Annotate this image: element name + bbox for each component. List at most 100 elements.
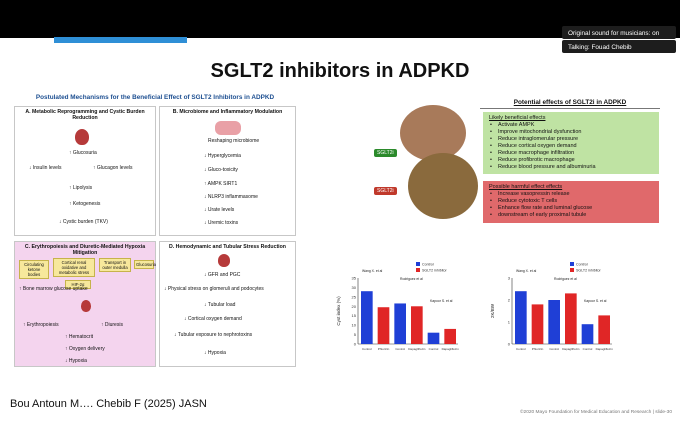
kidney-healthy-icon bbox=[400, 105, 466, 161]
legend-swatch bbox=[416, 262, 420, 266]
panel-b-item: ↓ NLRP3 inflammasome bbox=[204, 194, 258, 200]
y-tick-label: 5 bbox=[354, 332, 357, 337]
y-tick-label: 3 bbox=[508, 276, 511, 281]
kidney-icon bbox=[75, 129, 89, 145]
panel-c-box: Transport in outer medulla bbox=[99, 258, 131, 272]
panel-a: A. Metabolic Reprogramming and Cystic Bu… bbox=[14, 106, 156, 236]
y-tick-label: 15 bbox=[352, 313, 357, 318]
sound-notification[interactable]: Original sound for musicians: on bbox=[562, 26, 676, 39]
panel-c-item: ↑ Bone marrow glucose uptake bbox=[19, 286, 88, 292]
panel-c-item: ↑ Erythropoiesis bbox=[23, 322, 59, 328]
beneficial-heading: Likely beneficial effects bbox=[489, 115, 546, 121]
panel-d-item: ↓ Hypoxia bbox=[204, 350, 226, 356]
panel-d-item: ↓ Cortical oxygen demand bbox=[184, 316, 242, 322]
panel-d-item: ↓ Tubular load bbox=[204, 302, 236, 308]
x-tick-label: Control bbox=[583, 347, 593, 351]
panel-c: C. Erythropoiesis and Diuretic-Mediated … bbox=[14, 241, 156, 367]
bar bbox=[532, 304, 544, 344]
study-annotation: Kapoor S. et al bbox=[584, 299, 607, 303]
bar bbox=[377, 307, 390, 344]
beneficial-item: Reduce profibrotic macrophage bbox=[489, 157, 653, 164]
sglt2i-label: SGLT2i bbox=[374, 149, 397, 157]
harmful-item: Increase vasopressin release bbox=[489, 191, 653, 198]
x-tick-label: Control bbox=[516, 347, 526, 351]
panel-b: B. Microbiome and Inflammatory Modulatio… bbox=[159, 106, 296, 236]
panel-b-item: ↓ Gluco-toxicity bbox=[204, 167, 238, 173]
panel-a-title: A. Metabolic Reprogramming and Cystic Bu… bbox=[25, 109, 145, 121]
y-tick-label: 0 bbox=[354, 342, 357, 347]
harmful-heading: Possible harmful effect effects bbox=[489, 184, 563, 190]
panel-d: D. Hemodynamic and Tubular Stress Reduct… bbox=[159, 241, 296, 367]
y-tick-label: 2 bbox=[508, 298, 511, 303]
legend-label: Control bbox=[576, 263, 588, 267]
slide-footer: ©2020 Mayo Foundation for Medical Educat… bbox=[520, 410, 672, 415]
title-divider bbox=[480, 108, 660, 109]
y-axis-label: Cyst index (%) bbox=[336, 296, 341, 326]
y-axis-label: 2K/BW bbox=[490, 303, 495, 318]
bar bbox=[411, 306, 423, 344]
x-tick-label: Control bbox=[395, 347, 405, 351]
panel-c-item: ↑ Diuresis bbox=[101, 322, 123, 328]
x-tick-label: Dapagliflozin bbox=[563, 347, 581, 351]
potential-effects-title: Potential effects of SGLT2i in ADPKD bbox=[513, 99, 627, 106]
y-tick-label: 25 bbox=[352, 294, 357, 299]
y-tick-label: 1 bbox=[508, 320, 511, 325]
sglt2i-label: SGLT2i bbox=[374, 187, 397, 195]
meeting-top-bar bbox=[0, 0, 680, 43]
panel-b-item: ↓ Urate levels bbox=[204, 207, 235, 213]
bar bbox=[598, 315, 611, 344]
legend-swatch bbox=[570, 262, 575, 266]
harmful-item: Reduce cytotoxic T cells bbox=[489, 198, 653, 205]
kidney-icon bbox=[81, 300, 91, 312]
panel-c-item: ↓ Hypoxia bbox=[65, 358, 87, 364]
y-tick-label: 35 bbox=[352, 276, 357, 281]
panel-d-title: D. Hemodynamic and Tubular Stress Reduct… bbox=[169, 244, 286, 250]
panel-d-item: ↓ Tubular exposure to nephrotoxins bbox=[174, 332, 253, 338]
beneficial-item: Activate AMPK bbox=[489, 122, 653, 129]
x-tick-label: Dapagliflozin bbox=[596, 347, 614, 351]
study-annotation: Wang X. et al bbox=[362, 269, 382, 273]
y-tick-label: 0 bbox=[508, 342, 511, 347]
panel-c-box: HIF-2α bbox=[65, 280, 91, 289]
panel-b-item: ↑ AMPK SIRT1 bbox=[204, 181, 238, 187]
slide-accent-bar bbox=[54, 37, 187, 43]
bar bbox=[565, 293, 578, 344]
x-tick-label: Phlorizin bbox=[378, 347, 390, 351]
panel-b-title: B. Microbiome and Inflammatory Modulatio… bbox=[172, 109, 283, 115]
panel-d-item: ↓ Physical stress on glomeruli and podoc… bbox=[164, 286, 264, 292]
panel-d-item: ↓ GFR and PGC bbox=[204, 272, 241, 278]
y-tick-label: 30 bbox=[352, 285, 357, 290]
mechanisms-figure-title: Postulated Mechanisms for the Beneficial… bbox=[35, 94, 275, 101]
x-tick-label: Control bbox=[550, 347, 560, 351]
bar bbox=[361, 291, 373, 344]
slide-title: SGLT2 inhibitors in ADPKD bbox=[210, 60, 470, 82]
bar bbox=[515, 291, 528, 344]
study-annotation: Kapoor S. et al bbox=[430, 299, 453, 303]
x-tick-label: Control bbox=[362, 347, 372, 351]
intestine-icon bbox=[215, 121, 241, 135]
glomerulus-icon bbox=[218, 254, 230, 267]
study-annotation: Wang X. et al bbox=[516, 269, 536, 273]
citation: Bou Antoun M…. Chebib F (2025) JASN bbox=[10, 398, 207, 410]
panel-c-item: ↑ Hematocrit bbox=[65, 334, 94, 340]
beneficial-item: Reduce macrophage infiltration bbox=[489, 150, 653, 157]
harmful-item: downstream of early proximal tubule bbox=[489, 212, 653, 219]
legend-label: SGLT2 inhibitor bbox=[422, 269, 448, 273]
panel-b-item: ↓ Uremic toxins bbox=[204, 220, 239, 226]
bar bbox=[444, 328, 456, 344]
x-tick-label: Dapagliflozin bbox=[442, 347, 460, 351]
panel-b-item: Reshaping microbiome bbox=[208, 138, 260, 144]
legend-swatch bbox=[416, 268, 420, 272]
panel-c-box: Circulating ketone bodies bbox=[19, 260, 49, 279]
panel-b-item: ↓ Hyperglycemia bbox=[204, 153, 241, 159]
legend-swatch bbox=[570, 268, 575, 272]
panel-a-item: ↑ Glucagon levels bbox=[93, 165, 133, 171]
mechanisms-figure: Postulated Mechanisms for the Beneficial… bbox=[14, 94, 296, 376]
x-tick-label: Phlorizin bbox=[532, 347, 544, 351]
talking-notification[interactable]: Talking: Fouad Chebib bbox=[562, 40, 676, 53]
y-tick-label: 10 bbox=[352, 323, 357, 328]
bar bbox=[582, 324, 594, 344]
beneficial-item: Reduce intraglomerular pressure bbox=[489, 136, 653, 143]
